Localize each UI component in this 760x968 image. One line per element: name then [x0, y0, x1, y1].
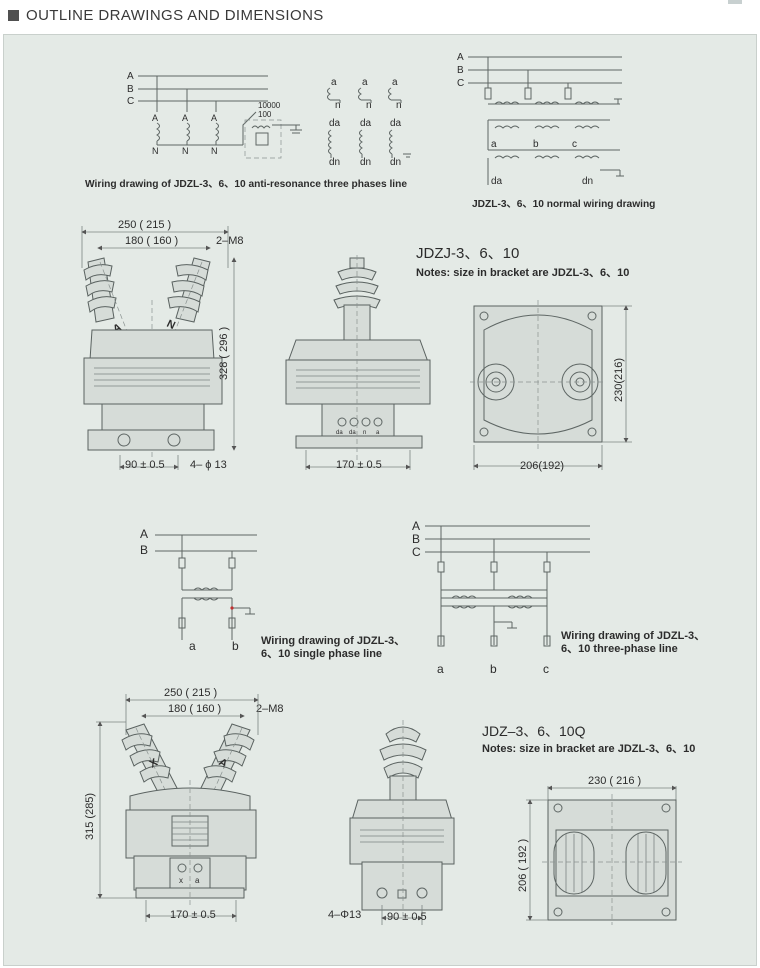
terminal-label: da — [329, 118, 341, 129]
corner-mark — [728, 0, 742, 4]
terminal-label: a — [437, 662, 444, 676]
single-phase-caption-line1: Wiring drawing of JDZL-3、 — [261, 635, 405, 647]
terminal-label: da — [360, 118, 372, 129]
winding-label: N — [152, 146, 159, 156]
dimension-label: 250 ( 215 ) — [164, 687, 217, 699]
phase-label: C — [457, 78, 464, 89]
winding-label: N — [182, 146, 189, 156]
normal-wiring-diagram: A B C a b c da dn JDZL-3、6、1 — [457, 52, 655, 210]
phase-label: C — [412, 545, 421, 559]
terminal-label: a — [376, 430, 380, 436]
terminal-label: n — [366, 100, 372, 111]
terminal-label: n — [396, 100, 402, 111]
dimension-label: 2–M8 — [256, 703, 284, 715]
phase-label: B — [127, 84, 134, 95]
terminal-label: a — [189, 639, 196, 653]
dimension-label: 206 ( 192 ) — [517, 839, 529, 892]
terminal-label: da — [336, 430, 343, 436]
dimension-label: 90 ± 0.5 — [387, 911, 427, 923]
phase-label: A — [412, 519, 420, 533]
dimension-label: 4– ϕ 13 — [190, 459, 227, 471]
dimension-label: 230 ( 216 ) — [588, 775, 641, 787]
section-header: OUTLINE DRAWINGS AND DIMENSIONS — [0, 0, 760, 34]
jdz-model-title: JDZ–3、6、10Q — [482, 723, 586, 739]
jdz-top-view: JDZ–3、6、10Q Notes: size in bracket are J… — [482, 723, 695, 925]
terminal-label: a — [392, 77, 398, 88]
terminal-label: dn — [360, 157, 371, 168]
normal-wiring-caption: JDZL-3、6、10 normal wiring drawing — [472, 199, 655, 210]
jdzj-side-view: da da n a 170 ± 0.5 — [285, 255, 431, 471]
terminal-label: b — [533, 139, 539, 150]
terminal-label: a — [195, 876, 200, 885]
winding-label: A — [152, 113, 158, 123]
terminal-label: a — [362, 77, 368, 88]
terminal-label: dn — [582, 176, 593, 187]
terminal-label: da — [491, 176, 503, 187]
terminal-label: n — [335, 100, 341, 111]
single-phase-caption-line2: 6、10 single phase line — [261, 648, 382, 660]
phase-label: B — [412, 532, 420, 546]
terminal-label: x — [179, 876, 183, 885]
terminal-label: a — [491, 139, 497, 150]
winding-label: A — [182, 113, 188, 123]
phase-label: C — [127, 96, 134, 107]
dimension-label: 170 ± 0.5 — [336, 459, 382, 471]
terminal-label: dn — [329, 157, 340, 168]
dimension-label: 4–Φ13 — [328, 909, 361, 921]
terminal-label: da — [349, 430, 356, 436]
phase-label: B — [457, 65, 464, 76]
phase-label: B — [140, 543, 148, 557]
phase-label: A — [140, 527, 148, 541]
terminal-label: b — [232, 639, 239, 653]
section-title: OUTLINE DRAWINGS AND DIMENSIONS — [26, 7, 324, 24]
jdzj-front-view: 250 ( 215 ) 180 ( 160 ) 2–M8 A N 328 ( 2 — [81, 219, 244, 471]
terminal-label: dn — [390, 157, 401, 168]
section-bullet-icon — [8, 10, 19, 21]
jdzj-size-note: Notes: size in bracket are JDZL-3、6、10 — [416, 267, 629, 279]
dimension-label: 180 ( 160 ) — [168, 703, 221, 715]
winding-label: N — [211, 146, 218, 156]
dimension-label: 315 (285) — [84, 793, 96, 840]
ratio-label: 100 — [258, 110, 272, 119]
phase-label: A — [127, 71, 134, 82]
dimension-label: 2–M8 — [216, 235, 244, 247]
anti-resonance-caption: Wiring drawing of JDZL-3、6、10 anti-reson… — [85, 179, 407, 190]
terminal-label: n — [363, 430, 366, 436]
terminal-label: b — [490, 662, 497, 676]
dimension-label: 230(216) — [613, 358, 625, 402]
anti-resonance-wiring-diagram: A B C A A A N N N 10000 100 a — [85, 71, 411, 190]
jdz-front-view: 250 ( 215 ) 180 ( 160 ) 2–M8 X A x a — [84, 687, 284, 922]
ratio-label: 10000 — [258, 101, 281, 110]
winding-label: A — [211, 113, 217, 123]
jdz-side-view: 90 ± 0.5 4–Φ13 — [328, 720, 455, 925]
terminal-label: c — [543, 662, 549, 676]
three-phase-caption-line1: Wiring drawing of JDZL-3、 — [561, 630, 705, 642]
dimension-label: 206(192) — [520, 460, 564, 472]
terminal-label: a — [331, 77, 337, 88]
single-phase-wiring-diagram: A B a b Wiring drawing of JDZL-3、 6、10 s… — [140, 527, 405, 660]
jdzj-top-view: JDZJ-3、6、10 Notes: size in bracket are J… — [416, 245, 632, 472]
phase-label: A — [457, 52, 464, 63]
three-phase-wiring-diagram: A B C a b c Wiring drawing of JDZL-3、 6、… — [412, 519, 705, 676]
dimension-label: 90 ± 0.5 — [125, 459, 165, 471]
dimension-label: 328 ( 296 ) — [218, 327, 230, 380]
dimension-label: 170 ± 0.5 — [170, 909, 216, 921]
dimension-label: 250 ( 215 ) — [118, 219, 171, 231]
dimension-label: 180 ( 160 ) — [125, 235, 178, 247]
terminal-label: c — [572, 139, 577, 150]
jdzj-model-title: JDZJ-3、6、10 — [416, 245, 519, 262]
terminal-label: da — [390, 118, 402, 129]
jdz-size-note: Notes: size in bracket are JDZL-3、6、10 — [482, 743, 695, 755]
three-phase-caption-line2: 6、10 three-phase line — [561, 643, 678, 655]
